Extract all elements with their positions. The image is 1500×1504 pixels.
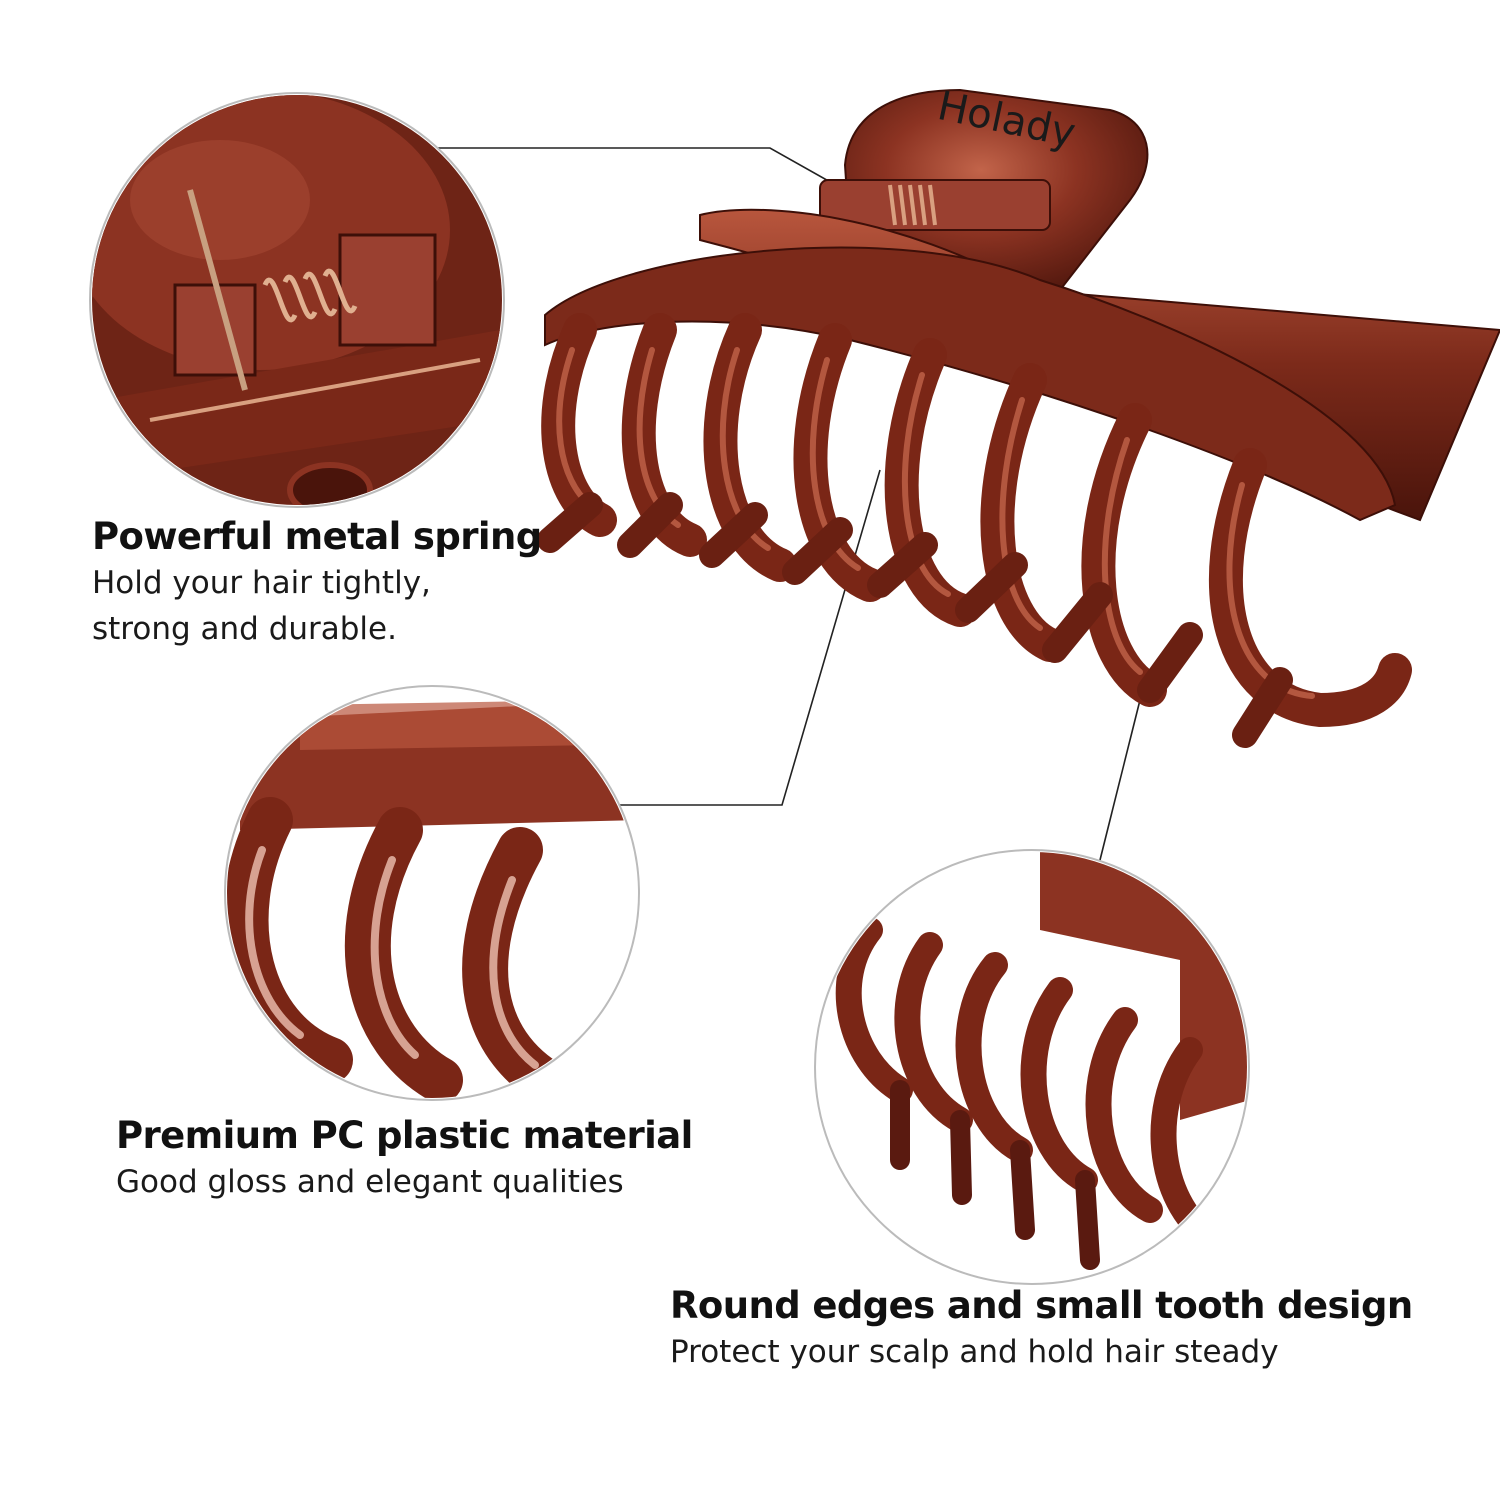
detail-circle-material	[224, 685, 640, 1101]
detail-circle-spring	[89, 92, 505, 508]
claw-body	[544, 246, 1397, 522]
detail-circle-teeth	[814, 849, 1250, 1285]
spring-hinge	[819, 179, 1051, 231]
feature-title: Round edges and small tooth design	[670, 1284, 1413, 1327]
feature-description-line: strong and durable.	[92, 611, 397, 647]
feature-description-line: Good gloss and elegant qualities	[116, 1164, 624, 1200]
feature-spring: Powerful metal spring Hold your hair tig…	[92, 514, 542, 652]
feature-title: Premium PC plastic material	[116, 1114, 693, 1157]
hair-claw-main	[537, 88, 1500, 748]
spring-coil-icon	[262, 268, 358, 323]
feature-teeth: Round edges and small tooth design Prote…	[670, 1283, 1413, 1375]
feature-description-line: Protect your scalp and hold hair steady	[670, 1334, 1279, 1370]
feature-title: Powerful metal spring	[92, 515, 542, 558]
feature-material: Premium PC plastic material Good gloss a…	[116, 1113, 693, 1205]
callout-line-teeth	[1094, 699, 1141, 881]
claw-small-teeth	[537, 492, 1293, 748]
feature-description-line: Hold your hair tightly,	[92, 565, 431, 601]
